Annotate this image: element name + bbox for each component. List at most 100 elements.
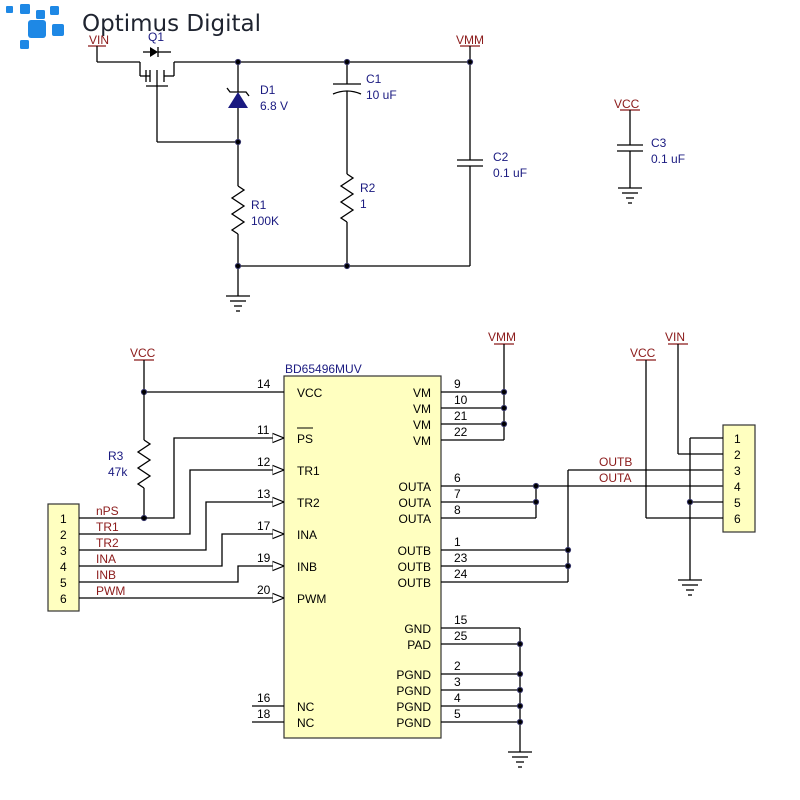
vin-label-right: VIN [665, 330, 685, 344]
ic-pin-name: INB [297, 560, 317, 574]
header-pin-number: 6 [734, 512, 741, 526]
brand-name: Optimus Digital [82, 11, 261, 37]
c2-ref: C2 [493, 150, 509, 164]
brand-logo: Optimus Digital [6, 4, 261, 49]
ic-pin-number: 13 [257, 487, 271, 501]
ic-pin-name: PAD [407, 638, 431, 652]
ic-left-pins: 14VCC11PS12TR113TR217INA19INB20PWM16NC18… [257, 377, 326, 730]
ic-pin-name: VM [413, 418, 431, 432]
driver-section: BD65496MUV VCC R3 47k VMM [47, 330, 756, 768]
ic-pin-number: 14 [257, 377, 271, 391]
ic-pin-name: VM [413, 386, 431, 400]
ic-pin-number: 20 [257, 583, 271, 597]
c2-value: 0.1 uF [493, 166, 527, 180]
ground-icon [508, 751, 532, 768]
d1-ref: D1 [260, 83, 276, 97]
c3-capacitor: VCC C3 0.1 uF [614, 97, 685, 204]
ic-pin-name: VM [413, 434, 431, 448]
c3-value: 0.1 uF [651, 152, 685, 166]
left-header-pins: 1 nPS 2 TR1 3 TR2 4 INA 5 INB 6 PWM [60, 504, 125, 606]
vmm-label-driver: VMM [488, 330, 516, 344]
header-net-label: nPS [96, 504, 119, 518]
header-pin-number: 1 [60, 512, 67, 526]
ic-pin-number: 23 [454, 551, 468, 565]
right-header [722, 424, 756, 533]
header-net-label: TR2 [96, 536, 119, 550]
ic-pin-name: PGND [396, 684, 431, 698]
header-pin-number: 4 [734, 480, 741, 494]
logo-mark-icon [6, 4, 64, 49]
r2-resistor: R2 1 [339, 173, 376, 266]
outa-net-label: OUTA [599, 471, 631, 485]
header-net-label: TR1 [96, 520, 119, 534]
header-pin-number: 1 [734, 432, 741, 446]
ic-pin-name: OUTA [399, 512, 431, 526]
ic-pin-number: 7 [454, 487, 461, 501]
ic-pin-number: 10 [454, 393, 468, 407]
r2-value: 1 [360, 197, 367, 211]
c3-ref: C3 [651, 136, 667, 150]
vcc-label-left: VCC [130, 346, 156, 360]
ic-pin-number: 25 [454, 629, 468, 643]
header-pin-number: 2 [734, 448, 741, 462]
ic-pin-name: PS [297, 432, 313, 446]
header-pin-number: 2 [60, 528, 67, 542]
vcc-label-c3: VCC [614, 97, 640, 111]
ic-pin-name: PGND [396, 716, 431, 730]
ic-pin-name: OUTB [398, 544, 431, 558]
power-section: VIN Q1 D1 [88, 30, 685, 312]
outb-net-label: OUTB [599, 455, 632, 469]
r1-ref: R1 [251, 198, 267, 212]
ic-pin-number: 19 [257, 551, 271, 565]
ic-pin-number: 24 [454, 567, 468, 581]
ic-pin-name: NC [297, 716, 315, 730]
ic-pin-number: 15 [454, 613, 468, 627]
c1-value: 10 uF [366, 88, 397, 102]
q1-label: Q1 [148, 30, 164, 44]
header-pin-number: 4 [60, 560, 67, 574]
header-pin-number: 6 [60, 592, 67, 606]
ic-pin-name: PGND [396, 700, 431, 714]
ic-pin-name: TR1 [297, 464, 320, 478]
ic-pin-number: 11 [257, 423, 270, 437]
ic-pin-number: 5 [454, 707, 461, 721]
header-net-label: INA [96, 552, 116, 566]
ic-pin-number: 8 [454, 503, 461, 517]
r3-resistor: R3 47k [108, 392, 152, 518]
header-pin-number: 5 [734, 496, 741, 510]
c1-ref: C1 [366, 72, 382, 86]
ic-pin-name: INA [297, 528, 317, 542]
r3-ref: R3 [108, 449, 124, 463]
ic-pin-number: 12 [257, 455, 271, 469]
ground-icon [678, 579, 702, 596]
ic-pin-number: 4 [454, 691, 461, 705]
r2-ref: R2 [360, 181, 376, 195]
ic-pin-number: 9 [454, 377, 461, 391]
r3-value: 47k [108, 465, 128, 479]
ic-pin-name: VM [413, 402, 431, 416]
ic-pin-name: PGND [396, 668, 431, 682]
ic-pin-name: TR2 [297, 496, 320, 510]
ic-pin-name: OUTA [399, 496, 431, 510]
ic-pin-number: 22 [454, 425, 468, 439]
q1-mosfet: Q1 [139, 30, 175, 142]
ic-body [283, 375, 442, 739]
c1-capacitor: C1 10 uF [332, 62, 397, 174]
ic-pin-name: NC [297, 700, 315, 714]
vmm-label-top: VMM [456, 33, 484, 47]
ic-pin-number: 2 [454, 659, 461, 673]
header-net-label: INB [96, 568, 116, 582]
header-pin-number: 3 [60, 544, 67, 558]
vcc-label-right: VCC [630, 346, 656, 360]
ic-pin-name: VCC [297, 386, 323, 400]
ic-pin-number: 3 [454, 675, 461, 689]
ic-pin-name: OUTB [398, 560, 431, 574]
r1-resistor: R1 100K [230, 142, 279, 296]
ic-pin-number: 6 [454, 471, 461, 485]
header-pin-number: 5 [60, 576, 67, 590]
d1-value: 6.8 V [260, 99, 288, 113]
c2-capacitor: VMM C2 0.1 uF [456, 33, 527, 266]
header-net-label: PWM [96, 584, 125, 598]
r1-value: 100K [251, 214, 279, 228]
